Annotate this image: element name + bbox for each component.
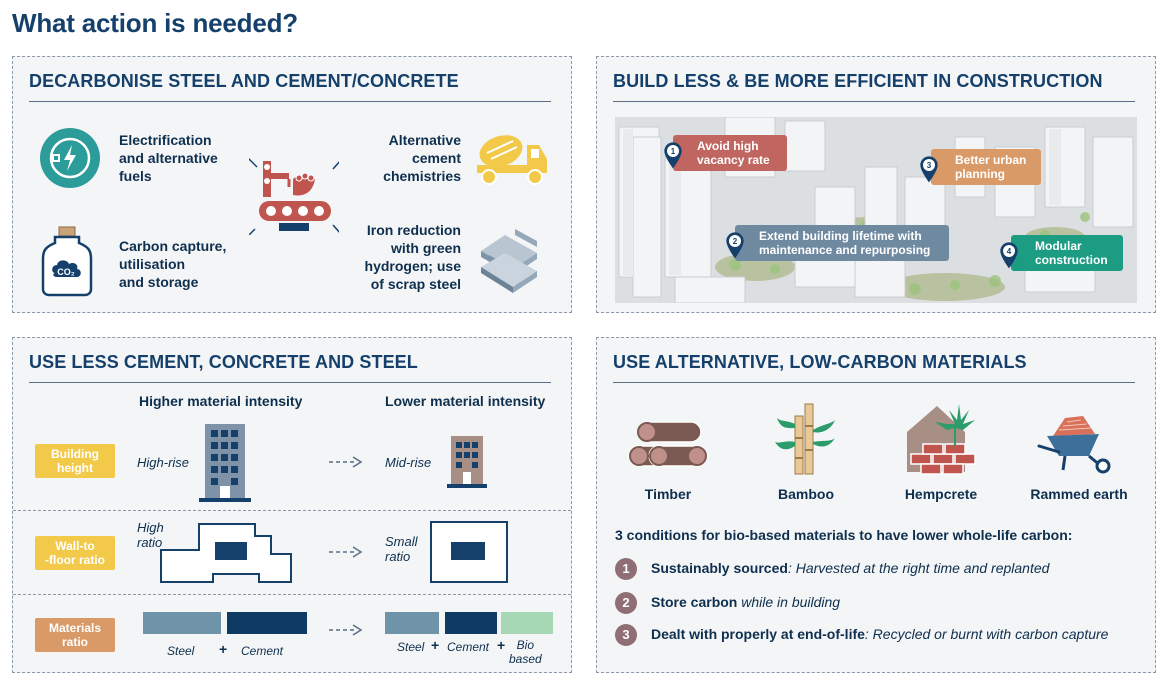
arrow-right-icon bbox=[329, 624, 363, 636]
cement-truck-icon bbox=[477, 135, 547, 185]
location-pin-4-icon: 4 bbox=[1000, 242, 1018, 269]
steel-beams-icon bbox=[481, 229, 537, 293]
bar-steel-low bbox=[385, 612, 439, 634]
alternative-title: USE ALTERNATIVE, LOW-CARBON MATERIALS bbox=[613, 352, 1027, 372]
condition-number: 3 bbox=[615, 624, 637, 646]
svg-text:3: 3 bbox=[927, 161, 932, 170]
tag-wall-to-floor: Wall-to-floor ratio bbox=[35, 536, 115, 570]
mid-rise-building-icon bbox=[447, 436, 487, 488]
condition-number: 2 bbox=[615, 592, 637, 614]
bar-bio-low bbox=[501, 612, 553, 634]
plus-sign: + bbox=[497, 637, 506, 653]
svg-text:2: 2 bbox=[733, 237, 738, 246]
steel-plant-machine-icon bbox=[249, 157, 339, 235]
high-ratio-floorplan-icon bbox=[160, 523, 292, 583]
steel-label-high: Steel bbox=[167, 644, 195, 658]
hempcrete-label: Hempcrete bbox=[904, 486, 978, 502]
row-divider bbox=[13, 594, 571, 595]
condition-bold: Dealt with properly at end-of-life bbox=[651, 626, 865, 642]
arrow-right-icon bbox=[329, 456, 363, 468]
steel-label-low: Steel bbox=[397, 640, 425, 654]
carbon-capture-jar-icon: CO₂ bbox=[41, 226, 93, 297]
build-less-title: BUILD LESS & BE MORE EFFICIENT IN CONSTR… bbox=[613, 71, 1103, 91]
svg-text:4: 4 bbox=[1007, 247, 1012, 256]
co2-label: CO₂ bbox=[57, 267, 75, 277]
bamboo-icon bbox=[775, 403, 835, 475]
svg-text:1: 1 bbox=[671, 147, 676, 156]
bamboo-label: Bamboo bbox=[778, 486, 834, 502]
decarbonise-panel: DECARBONISE STEEL AND CEMENT/CONCRETE El… bbox=[12, 56, 572, 313]
alternative-panel: USE ALTERNATIVE, LOW-CARBON MATERIALS Ti… bbox=[596, 337, 1156, 673]
bar-cement-low bbox=[445, 612, 497, 634]
rammed-earth-label: Rammed earth bbox=[1030, 486, 1128, 502]
small-ratio-floorplan-icon bbox=[430, 521, 508, 583]
plus-sign: + bbox=[219, 641, 228, 657]
condition-rest: while in building bbox=[737, 594, 841, 610]
location-pin-3-icon: 3 bbox=[920, 156, 938, 183]
high-rise-label: High-rise bbox=[137, 455, 190, 470]
hempcrete-icon bbox=[907, 404, 976, 475]
use-less-title: USE LESS CEMENT, CONCRETE AND STEEL bbox=[29, 352, 418, 372]
col-header-low: Lower material intensity bbox=[385, 393, 546, 409]
cement-label-high: Cement bbox=[241, 644, 284, 658]
electrification-icon bbox=[40, 128, 100, 188]
row-divider bbox=[13, 510, 571, 511]
bar-cement-high bbox=[227, 612, 307, 634]
use-less-panel: USE LESS CEMENT, CONCRETE AND STEEL High… bbox=[12, 337, 572, 673]
mid-rise-label: Mid-rise bbox=[385, 455, 432, 470]
rammed-earth-wheelbarrow-icon bbox=[1037, 416, 1111, 474]
timber-icon bbox=[628, 421, 708, 467]
location-pin-1-icon: 1 bbox=[664, 142, 682, 169]
location-pin-2-icon: 2 bbox=[726, 232, 744, 259]
use-less-rule bbox=[29, 382, 551, 383]
high-rise-building-icon bbox=[199, 424, 251, 502]
timber-label: Timber bbox=[644, 486, 692, 502]
cement-label-low: Cement bbox=[447, 640, 490, 654]
condition-bold: Sustainably sourced bbox=[651, 560, 788, 576]
condition-number: 1 bbox=[615, 558, 637, 580]
bar-steel-high bbox=[143, 612, 221, 634]
condition-rest: : Harvested at the right time and replan… bbox=[787, 560, 1050, 576]
conditions-heading: 3 conditions for bio-based materials to … bbox=[615, 527, 1073, 543]
build-less-panel: BUILD LESS & BE MORE EFFICIENT IN CONSTR… bbox=[596, 56, 1156, 313]
col-header-high: Higher material intensity bbox=[139, 393, 303, 409]
arrow-right-icon bbox=[329, 546, 363, 558]
plus-sign: + bbox=[431, 637, 440, 653]
condition-rest: : Recycled or burnt with carbon capture bbox=[864, 626, 1109, 642]
decarbonise-rule bbox=[29, 101, 551, 102]
build-less-rule bbox=[613, 101, 1135, 102]
alternative-rule bbox=[613, 382, 1135, 383]
condition-bold: Store carbon bbox=[651, 594, 738, 610]
decarbonise-title: DECARBONISE STEEL AND CEMENT/CONCRETE bbox=[29, 71, 459, 91]
page-title: What action is needed? bbox=[12, 8, 298, 38]
